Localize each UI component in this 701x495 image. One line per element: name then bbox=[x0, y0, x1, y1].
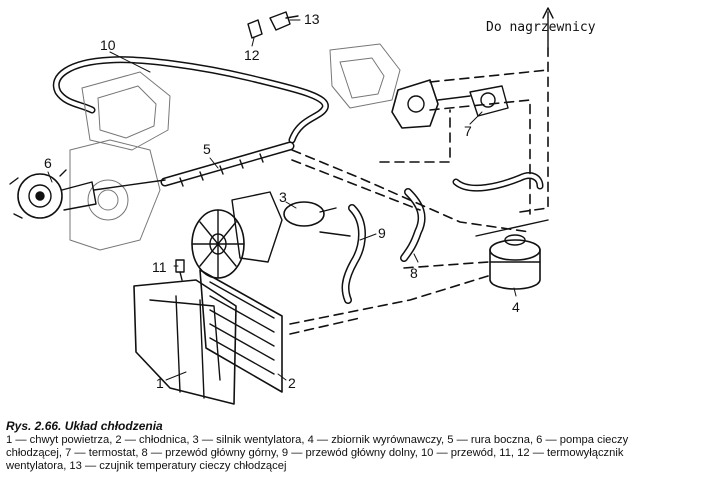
arrow-to-heater bbox=[542, 7, 554, 49]
dashed-routing bbox=[289, 47, 549, 335]
label-2: 2 bbox=[288, 375, 296, 391]
label-13: 13 bbox=[304, 11, 320, 27]
label-9: 9 bbox=[378, 225, 386, 241]
sensors-12-13 bbox=[247, 11, 299, 39]
upper-hose-8 bbox=[400, 188, 426, 262]
pump-connector bbox=[93, 179, 166, 191]
thermo-switch-11 bbox=[175, 259, 185, 281]
label-6: 6 bbox=[44, 155, 52, 171]
label-5: 5 bbox=[203, 141, 211, 157]
label-10: 10 bbox=[100, 37, 116, 53]
air-intake-1 bbox=[133, 279, 237, 405]
label-12: 12 bbox=[244, 47, 260, 63]
figure-caption-title: Rys. 2.66. Układ chłodzenia bbox=[6, 419, 163, 433]
heater-note: Do nagrzewnicy bbox=[486, 20, 596, 35]
expansion-tank-4 bbox=[475, 219, 549, 290]
water-pump-6 bbox=[9, 169, 97, 219]
fan bbox=[191, 209, 245, 279]
label-11: 11 bbox=[152, 259, 167, 275]
hose-10 bbox=[52, 56, 329, 144]
fan-motor-3 bbox=[231, 191, 351, 263]
leader-lines bbox=[47, 19, 517, 381]
label-3: 3 bbox=[279, 189, 287, 205]
label-1: 1 bbox=[156, 375, 164, 391]
side-pipe-5 bbox=[160, 141, 295, 187]
label-4: 4 bbox=[512, 299, 520, 315]
lower-hose-9 bbox=[341, 204, 366, 304]
engine-block bbox=[69, 43, 401, 251]
figure-caption-body: 1 — chwyt powietrza, 2 — chłodnica, 3 — … bbox=[6, 434, 629, 472]
heater-hose bbox=[452, 172, 544, 192]
label-8: 8 bbox=[410, 265, 418, 281]
radiator-2 bbox=[199, 269, 283, 393]
thermostat-7 bbox=[391, 79, 509, 129]
label-7: 7 bbox=[464, 123, 472, 139]
